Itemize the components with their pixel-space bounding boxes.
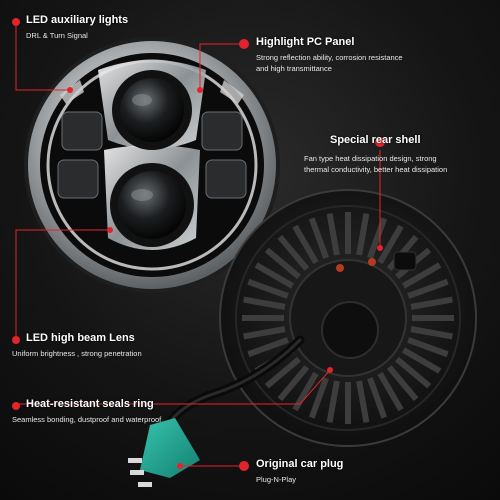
cooling-fin (367, 217, 388, 259)
cooling-fin (247, 337, 289, 358)
cooling-fin (377, 224, 404, 265)
rear-headlight (219, 189, 477, 447)
car-plug (128, 335, 305, 487)
callout-title: LED high beam Lens (26, 332, 135, 344)
callout-desc-line-1: Fan type heat dissipation design, strong (304, 154, 437, 163)
callout-led-auxiliary: LED auxiliary lights DRL & Turn Signal (26, 14, 128, 41)
callout-title: Special rear shell (330, 134, 421, 146)
callout-desc: Uniform brightness , strong penetration (12, 349, 142, 358)
cooling-fin (356, 213, 370, 256)
callout-high-beam: LED high beam Lens Uniform brightness , … (12, 332, 142, 359)
cooling-fin (386, 365, 419, 402)
cooling-fin (367, 377, 388, 419)
callout-dots (12, 18, 385, 471)
callout-desc: Plug-N-Play (256, 475, 297, 484)
cooling-fin (410, 296, 453, 310)
cooling-fin (308, 377, 329, 419)
cooling-fin (247, 278, 289, 299)
cooling-fin (401, 262, 442, 289)
callout-seals-ring: Heat-resistant seals ring Seamless bondi… (12, 398, 161, 425)
callout-desc: Seamless bonding, dustproof and waterpro… (12, 415, 162, 424)
cooling-fin (407, 337, 449, 358)
callout-rear-shell: Special rear shell (330, 134, 421, 147)
callout-title: Heat-resistant seals ring (26, 398, 154, 410)
cooling-fin (326, 213, 340, 256)
cooling-fin (264, 247, 301, 280)
cooling-fin (243, 326, 286, 340)
cooling-fin (292, 224, 319, 265)
callout-title: Highlight PC Panel (256, 36, 355, 48)
cooling-fin (243, 296, 286, 310)
callout-desc-line-1: Strong reflection ability, corrosion res… (256, 53, 403, 62)
cooling-fin (401, 347, 442, 374)
cooling-fin (308, 217, 329, 259)
callout-car-plug: Original car plug Plug-N-Play (256, 458, 343, 485)
cooling-fin (277, 365, 310, 402)
cooling-fin (410, 326, 453, 340)
callout-rear-shell-desc: Fan type heat dissipation design, strong… (304, 150, 447, 175)
cooling-fin (254, 262, 295, 289)
callout-desc-line-2: thermal conductivity, better heat dissip… (304, 165, 448, 174)
callout-lines (15, 24, 381, 467)
cooling-fin (264, 356, 301, 389)
cooling-fin (277, 234, 310, 271)
callout-desc: DRL & Turn Signal (26, 31, 88, 40)
callout-title: LED auxiliary lights (26, 14, 129, 26)
front-headlight (24, 37, 280, 293)
cooling-fin (377, 371, 404, 412)
cooling-fin (356, 380, 370, 423)
callout-title: Original car plug (256, 458, 344, 470)
cooling-fin (407, 278, 449, 299)
callout-desc-line-2: and high transmittance (256, 64, 332, 73)
cooling-fin (395, 356, 432, 389)
cooling-fin (326, 380, 340, 423)
callout-pc-panel: Highlight PC Panel Strong reflection abi… (256, 36, 403, 74)
